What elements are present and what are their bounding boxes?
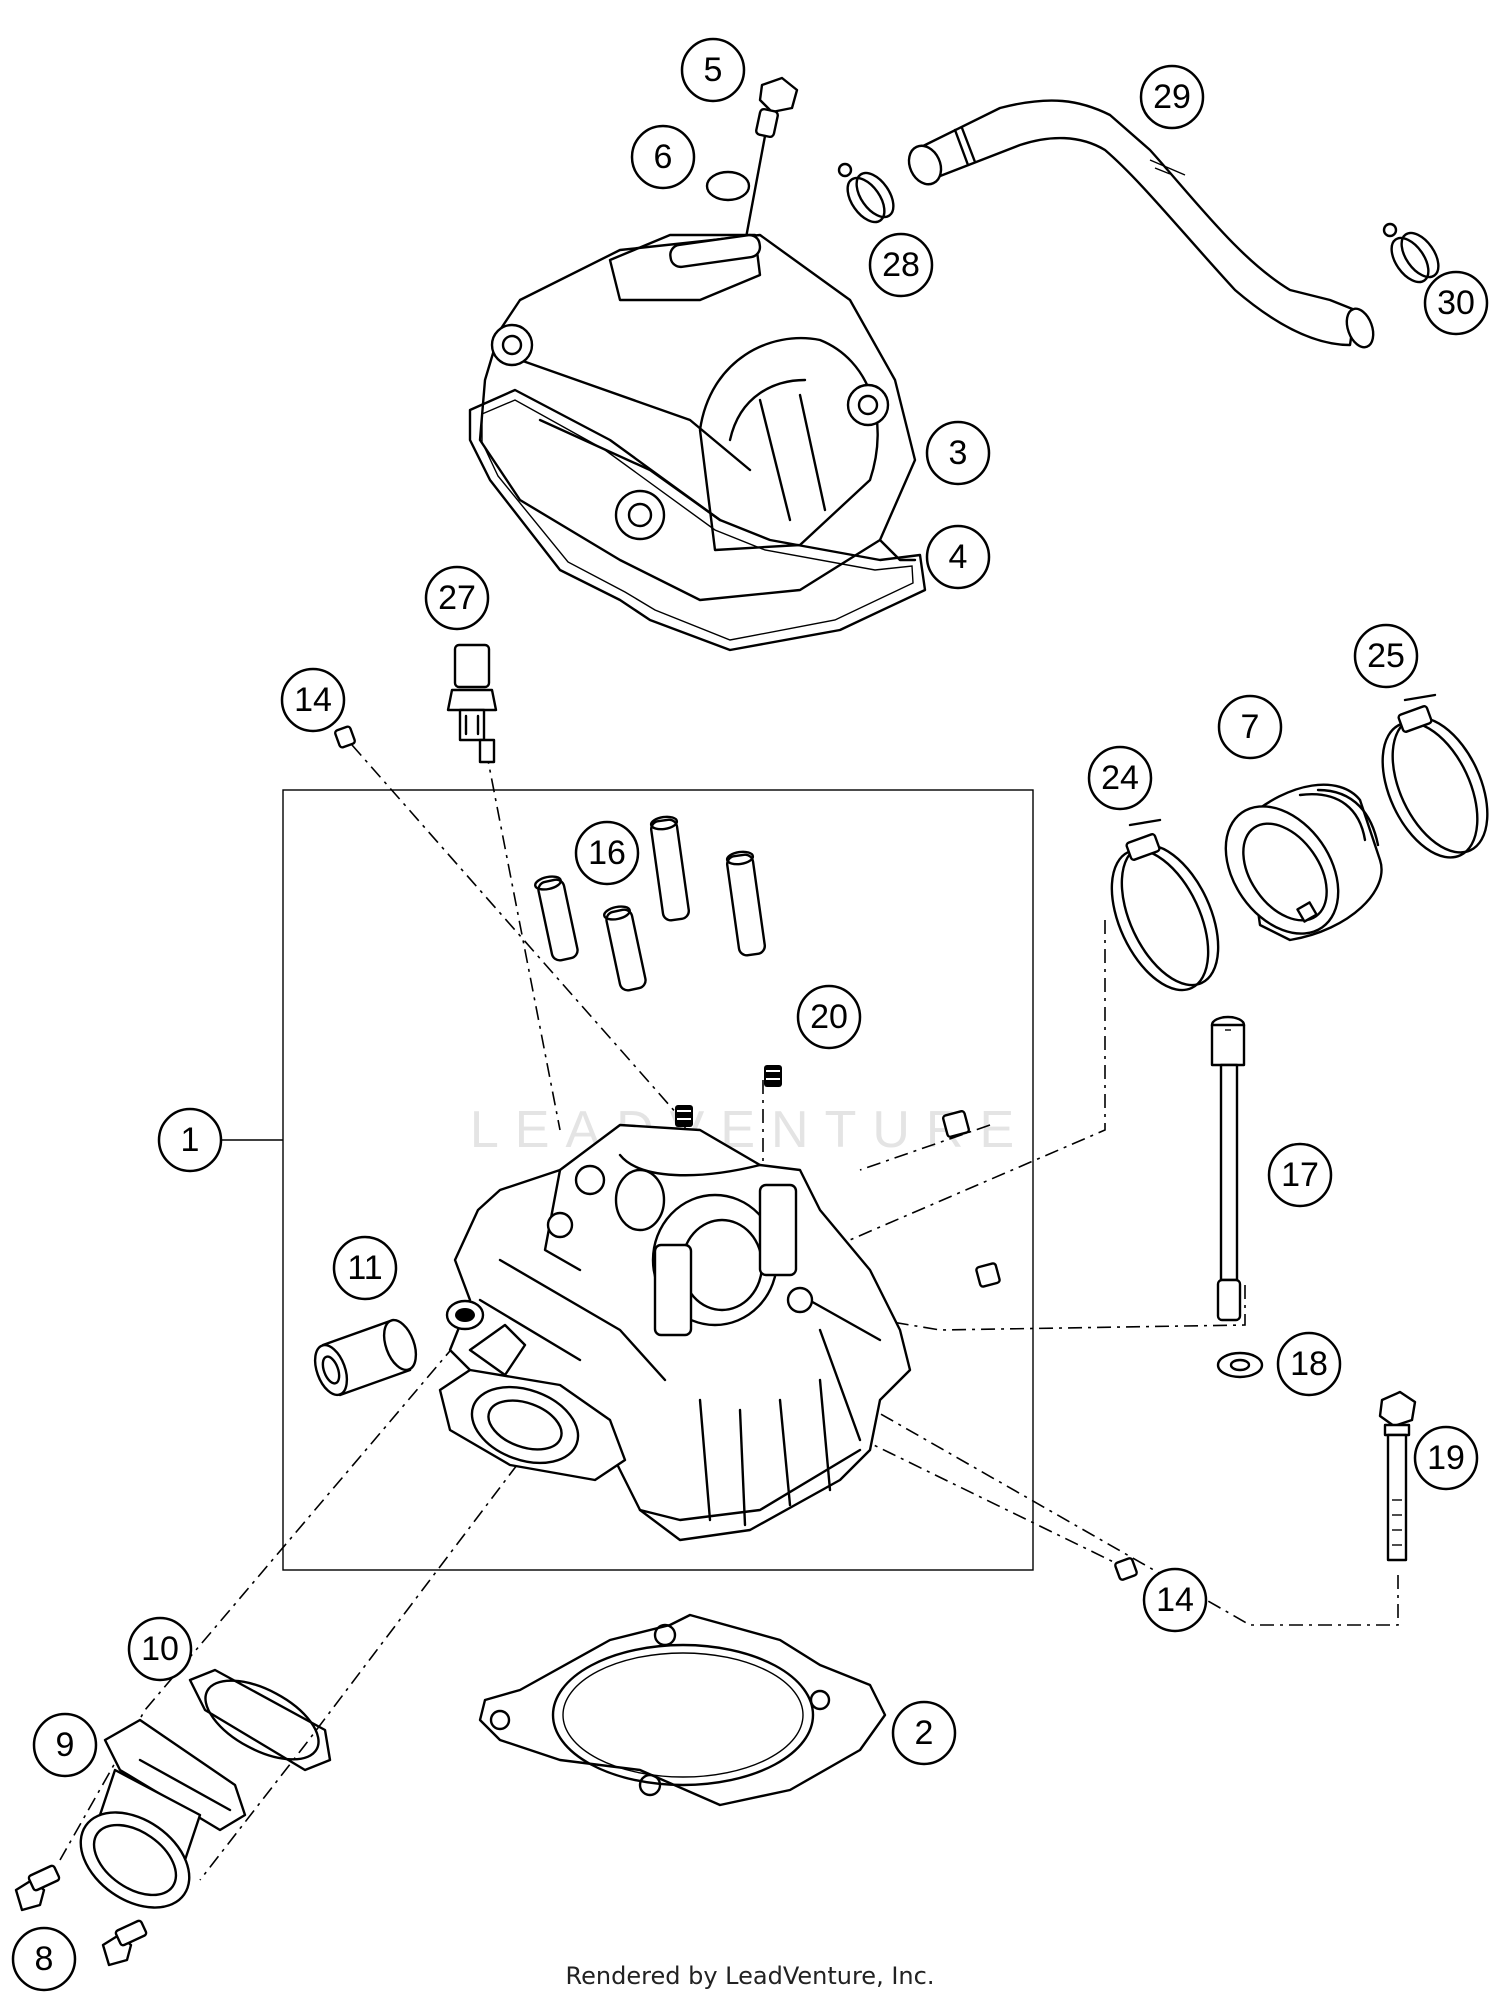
bushing-11-icon	[313, 1318, 418, 1397]
callout-14a-label: 14	[294, 681, 332, 719]
callout-19-label: 19	[1427, 1439, 1465, 1477]
callout-20-label: 20	[810, 998, 848, 1036]
callout-11-label: 11	[347, 1249, 382, 1287]
hose-clamp-30-icon	[1382, 222, 1440, 284]
callout-4: 4	[925, 524, 991, 590]
callout-16: 16	[574, 820, 640, 886]
callout-14b-label: 14	[1156, 1581, 1194, 1619]
exhaust-flange-9-icon	[79, 1718, 247, 1909]
callout-4-label: 4	[949, 538, 968, 576]
callout-7: 7	[1217, 694, 1283, 760]
callout-16-label: 16	[588, 834, 626, 872]
callout-29-label: 29	[1153, 78, 1191, 116]
head-gasket-2-icon	[478, 1613, 887, 1807]
hose-clamp-28-icon	[837, 162, 895, 224]
callout-27-label: 27	[438, 579, 476, 617]
callout-28: 28	[868, 232, 934, 298]
callout-10: 10	[127, 1616, 193, 1682]
temperature-sensor-27-icon	[446, 643, 498, 764]
callout-28-label: 28	[882, 246, 920, 284]
watermark: LEADVENTURE	[469, 1101, 1031, 1159]
assembly-frame	[282, 789, 1034, 1571]
callout-17: 17	[1267, 1142, 1333, 1208]
clamp-25-icon	[1381, 693, 1489, 859]
callout-1: 1	[157, 1107, 223, 1173]
valve-guides-16-icon	[534, 815, 766, 992]
callout-2: 2	[891, 1700, 957, 1766]
clamp-24-icon	[1110, 818, 1220, 992]
callout-7-label: 7	[1241, 708, 1260, 746]
callout-11: 11	[332, 1235, 398, 1301]
screw-5-icon	[738, 76, 799, 272]
footer-credit: Rendered by LeadVenture, Inc.	[565, 1962, 935, 1990]
callout-8: 8	[11, 1926, 77, 1992]
callout-24: 24	[1087, 745, 1153, 811]
callout-29: 29	[1139, 64, 1205, 130]
callout-2-label: 2	[915, 1714, 934, 1752]
callout-24-label: 24	[1101, 759, 1139, 797]
callout-3-label: 3	[949, 434, 968, 472]
callout-18: 18	[1276, 1331, 1342, 1397]
callout-25-label: 25	[1367, 637, 1405, 675]
callout-6-label: 6	[654, 138, 673, 176]
callout-19: 19	[1413, 1425, 1479, 1491]
exhaust-gasket-10-icon	[188, 1668, 332, 1772]
callout-30: 30	[1423, 270, 1489, 336]
cylinder-head-1-icon	[438, 1123, 912, 1542]
callout-9-label: 9	[56, 1726, 75, 1764]
callout-14a: 14	[280, 667, 346, 733]
bolts-8-icon	[14, 1864, 148, 1967]
bolt-17-icon	[1210, 1015, 1246, 1322]
callout-5: 5	[680, 37, 746, 103]
callout-17-label: 17	[1281, 1156, 1319, 1194]
stud-14a-icon	[334, 725, 356, 749]
bolt-19-icon	[1378, 1390, 1417, 1562]
callout-3: 3	[925, 420, 991, 486]
callout-6: 6	[630, 124, 696, 190]
callout-27: 27	[424, 565, 490, 631]
washer-18-icon	[1216, 1351, 1264, 1379]
callout-10-label: 10	[141, 1630, 179, 1668]
callout-30-label: 30	[1437, 284, 1475, 322]
callout-5-label: 5	[704, 51, 723, 89]
callout-18-label: 18	[1290, 1345, 1328, 1383]
callout-25: 25	[1353, 623, 1419, 689]
callout-20: 20	[796, 984, 862, 1050]
intake-flange-7-icon	[1224, 783, 1383, 942]
plug-20-icon	[675, 1065, 1001, 1288]
seal-washer-6-icon	[705, 170, 751, 202]
callout-9: 9	[32, 1712, 98, 1778]
callout-14b: 14	[1142, 1567, 1208, 1633]
valve-cover-gasket-4-icon	[468, 388, 927, 652]
callout-1-label: 1	[181, 1121, 200, 1159]
valve-cover-3-icon	[478, 233, 917, 602]
breather-hose-29-icon	[907, 99, 1375, 349]
callout-8-label: 8	[35, 1940, 54, 1978]
stud-14b-icon	[1114, 1557, 1138, 1581]
